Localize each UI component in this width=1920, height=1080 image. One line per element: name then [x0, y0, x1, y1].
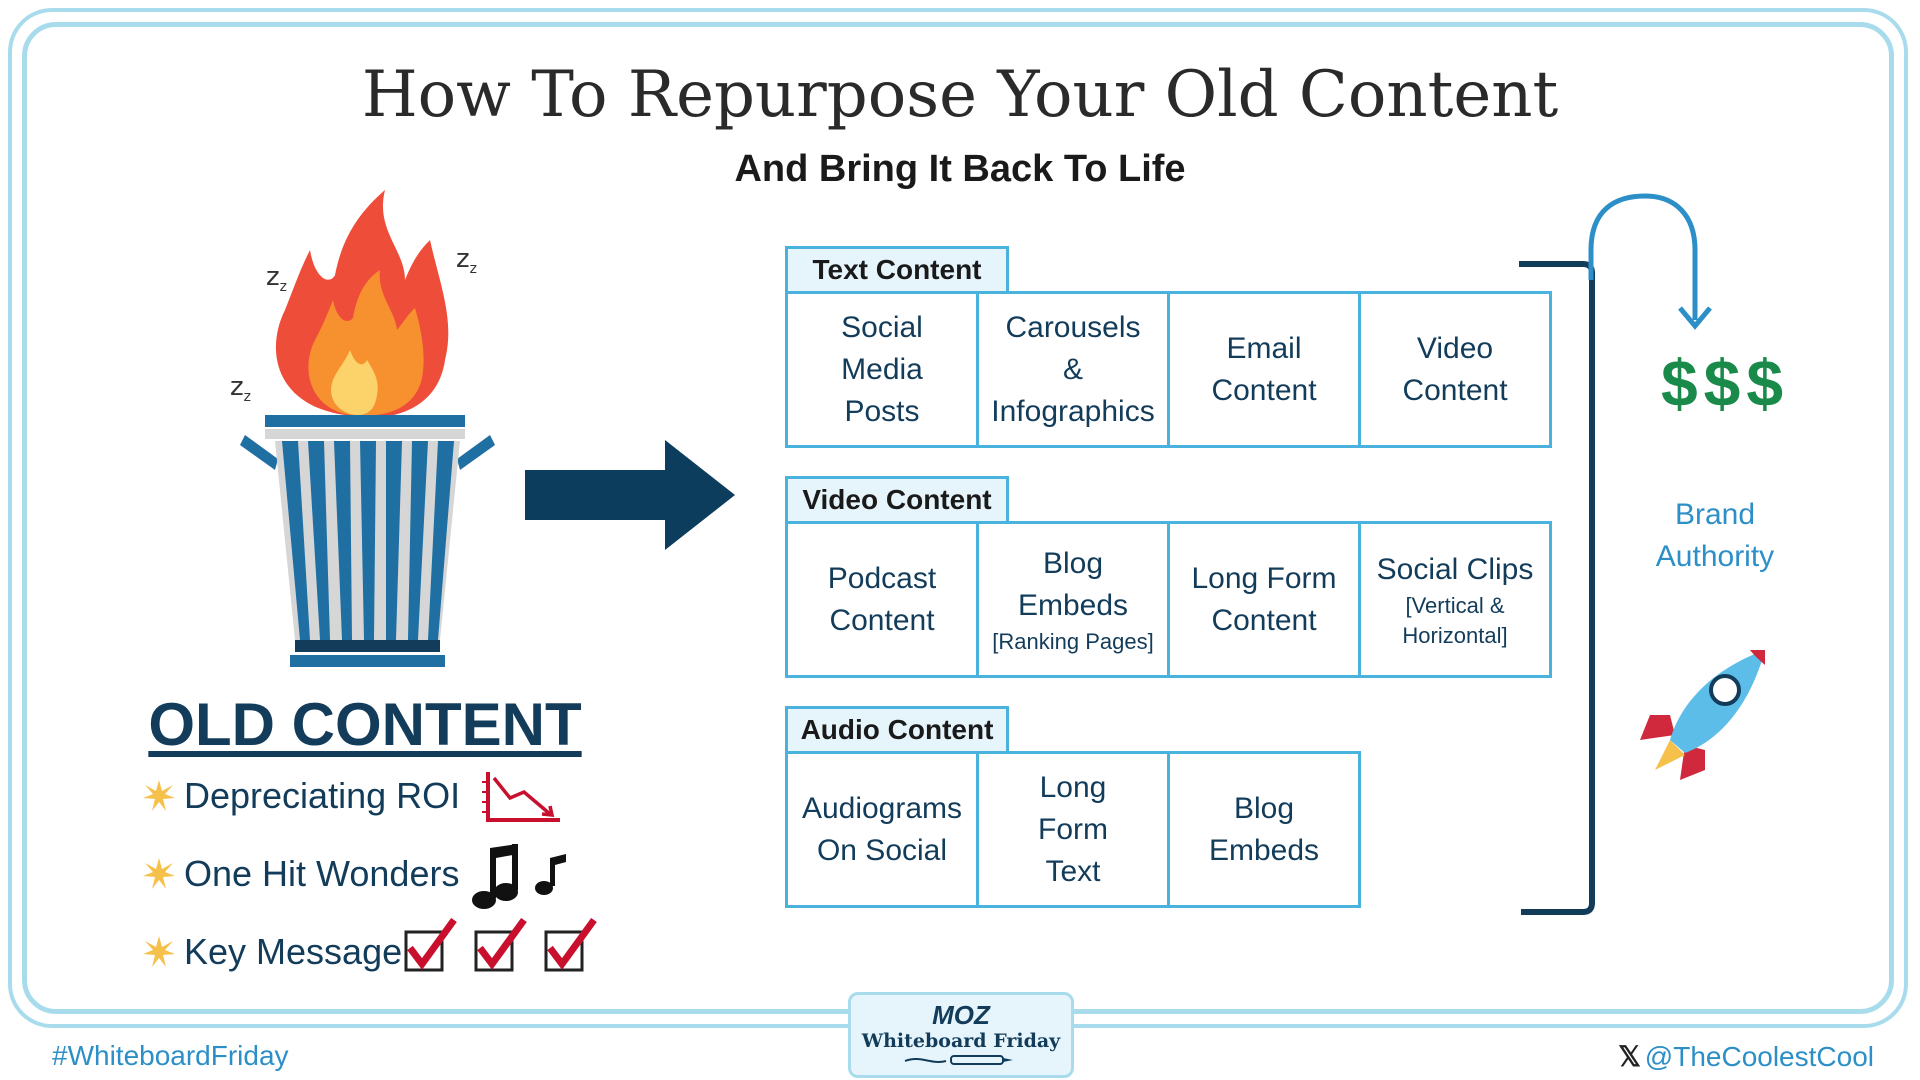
bullet-item: One Hit Wonders	[142, 848, 459, 900]
hashtag-text: #WhiteboardFriday	[52, 1040, 289, 1071]
bullet-item: Key Message	[142, 926, 402, 978]
bracket-icon	[1519, 261, 1595, 915]
zzz-icon-3: zz	[230, 372, 252, 406]
old-content-heading: OLD CONTENT	[148, 691, 582, 758]
cell-label: Podcast Content	[827, 561, 937, 637]
fire-icon	[275, 190, 449, 418]
brand-authority-label: Brand Authority	[1655, 498, 1775, 573]
page-title: How To Repurpose Your Old Content	[361, 58, 1559, 132]
zzz-icon-1: zz	[266, 262, 288, 296]
curved-arrow-icon	[1588, 193, 1712, 330]
cell-label: Video Content	[1402, 331, 1508, 407]
grid-cell: Podcast Content	[785, 521, 979, 678]
cell-label: Long Form Content	[1191, 561, 1337, 637]
marker-icon	[904, 1055, 1013, 1065]
cell-label: Social Media Posts	[841, 310, 923, 428]
grid-cell: Carousels & Infographics	[976, 291, 1170, 448]
star-icon	[143, 858, 175, 889]
group-tab-video-content: Video Content	[785, 476, 1009, 524]
grid-cell: Social Media Posts	[785, 291, 979, 448]
checkbox-icon	[474, 918, 527, 972]
wbf-logo-text: Whiteboard Friday	[861, 1030, 1061, 1052]
grid-cell: Blog Embeds [Ranking Pages]	[976, 521, 1170, 678]
star-icon	[143, 780, 175, 811]
whiteboard-friday-logo: MOZ Whiteboard Friday	[848, 992, 1074, 1078]
cell-label: Blog Embeds	[1017, 546, 1129, 622]
grid-cell: Email Content	[1167, 291, 1361, 448]
cell-label: Carousels & Infographics	[991, 310, 1155, 428]
group-tab-text-content: Text Content	[785, 246, 1009, 294]
checkbox-icon	[404, 918, 457, 972]
cell-label: Social Clips	[1376, 552, 1534, 586]
cell-label: Audiograms On Social	[801, 791, 963, 867]
grid-cell: Long Form Content	[1167, 521, 1361, 678]
group-tab-audio-content: Audio Content	[785, 706, 1009, 754]
music-notes-icon	[472, 844, 566, 909]
cell-label: Long Form Text	[1038, 770, 1108, 888]
money-text: $$$	[1660, 346, 1790, 420]
star-icon	[143, 936, 175, 967]
bullet-item: Depreciating ROI	[142, 770, 460, 822]
trash-can-icon	[240, 415, 495, 667]
chart-down-icon	[482, 772, 560, 822]
grid-cell: Audiograms On Social	[785, 751, 979, 908]
grid-cell: Blog Embeds	[1167, 751, 1361, 908]
handle-text: @TheCoolestCool	[1644, 1040, 1874, 1072]
checkbox-icon	[544, 918, 597, 972]
grid-cell: Long Form Text	[976, 751, 1170, 908]
x-logo-icon: 𝕏	[1618, 1041, 1641, 1072]
moz-logo-text: MOZ	[932, 1000, 990, 1030]
social-handle: 𝕏 @TheCoolestCool	[1618, 1040, 1874, 1073]
bullet-label: Key Message	[184, 931, 403, 972]
cell-note: [Vertical & Horizontal]	[1402, 592, 1508, 648]
page-subtitle: And Bring It Back To Life	[734, 148, 1186, 190]
cell-note: [Ranking Pages]	[992, 628, 1154, 654]
grid-cell: Social Clips [Vertical & Horizontal]	[1358, 521, 1552, 678]
arrow-right-icon	[525, 440, 735, 550]
zzz-icon-2: zz	[456, 244, 478, 278]
bullet-label: One Hit Wonders	[184, 853, 460, 894]
cell-label: Email Content	[1211, 331, 1317, 407]
bullet-label: Depreciating ROI	[184, 775, 461, 816]
grid-cell: Video Content	[1358, 291, 1552, 448]
cell-label: Blog Embeds	[1208, 791, 1320, 867]
rocket-icon	[1640, 650, 1765, 780]
